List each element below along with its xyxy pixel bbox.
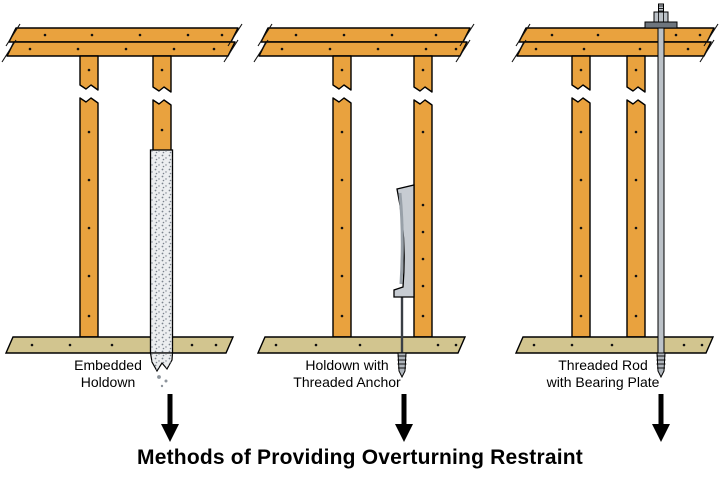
break-marks (253, 23, 475, 63)
top-plate-lower (258, 41, 468, 57)
stud-right-lower (626, 99, 646, 338)
top-plate-lower (6, 41, 236, 57)
stud-left-upper (571, 55, 591, 91)
stud-right-upper (152, 55, 172, 93)
top-plate-upper (518, 27, 715, 43)
thread-lines (658, 5, 664, 12)
threaded-rod (657, 27, 665, 354)
holdown-anchor-assembly (393, 184, 415, 379)
stud-left-upper (79, 55, 99, 91)
nail-dots (532, 33, 704, 347)
panel-embedded-holdown (1, 23, 243, 442)
top-plate-upper (260, 27, 471, 43)
nail-dots (274, 33, 458, 347)
label-holdown-threaded-anchor: Holdown with Threaded Anchor (293, 357, 401, 390)
down-arrow-icon (161, 394, 179, 442)
down-arrow-icon (395, 394, 413, 442)
panel-holdown-threaded-anchor (253, 23, 475, 442)
stud-left-lower (79, 97, 99, 338)
stud-left-lower (332, 97, 352, 338)
sill-plate (256, 336, 467, 354)
thread-lines (397, 355, 407, 369)
stud-right-upper (413, 55, 433, 93)
stud-left-upper (332, 55, 352, 91)
top-plate-lower (516, 41, 712, 57)
sill-plate (4, 336, 235, 354)
down-arrow-icon (652, 394, 670, 442)
bearing-plate (644, 21, 678, 29)
stud-right-lower (413, 99, 433, 338)
break-marks (511, 23, 719, 63)
threaded-rod-assembly (644, 3, 678, 379)
wood-framing (6, 27, 239, 338)
strap-fragment (157, 375, 161, 379)
stud-right-upper (626, 55, 646, 93)
wood-framing (258, 27, 471, 338)
stud-left-lower (571, 97, 591, 338)
strap-fragment (160, 384, 164, 388)
label-embedded-holdown: Embedded Holdown (74, 357, 142, 390)
strap-fragment (164, 379, 168, 383)
rod-tip (658, 3, 664, 13)
wood-framing (516, 27, 715, 338)
panel-threaded-rod-bearing-plate (511, 3, 719, 442)
embedded-holdown-strap (149, 149, 174, 388)
top-plate-upper (8, 27, 239, 43)
nail-dots (28, 33, 224, 347)
bracket-shading (398, 192, 404, 285)
thread-lines (656, 355, 666, 369)
holdown-bracket (393, 184, 415, 298)
label-threaded-rod-bearing-plate: Threaded Rod with Bearing Plate (546, 357, 660, 390)
diagram-title: Methods of Providing Overturning Restrai… (137, 446, 583, 469)
rod-nut (653, 11, 669, 23)
break-marks (1, 23, 243, 63)
